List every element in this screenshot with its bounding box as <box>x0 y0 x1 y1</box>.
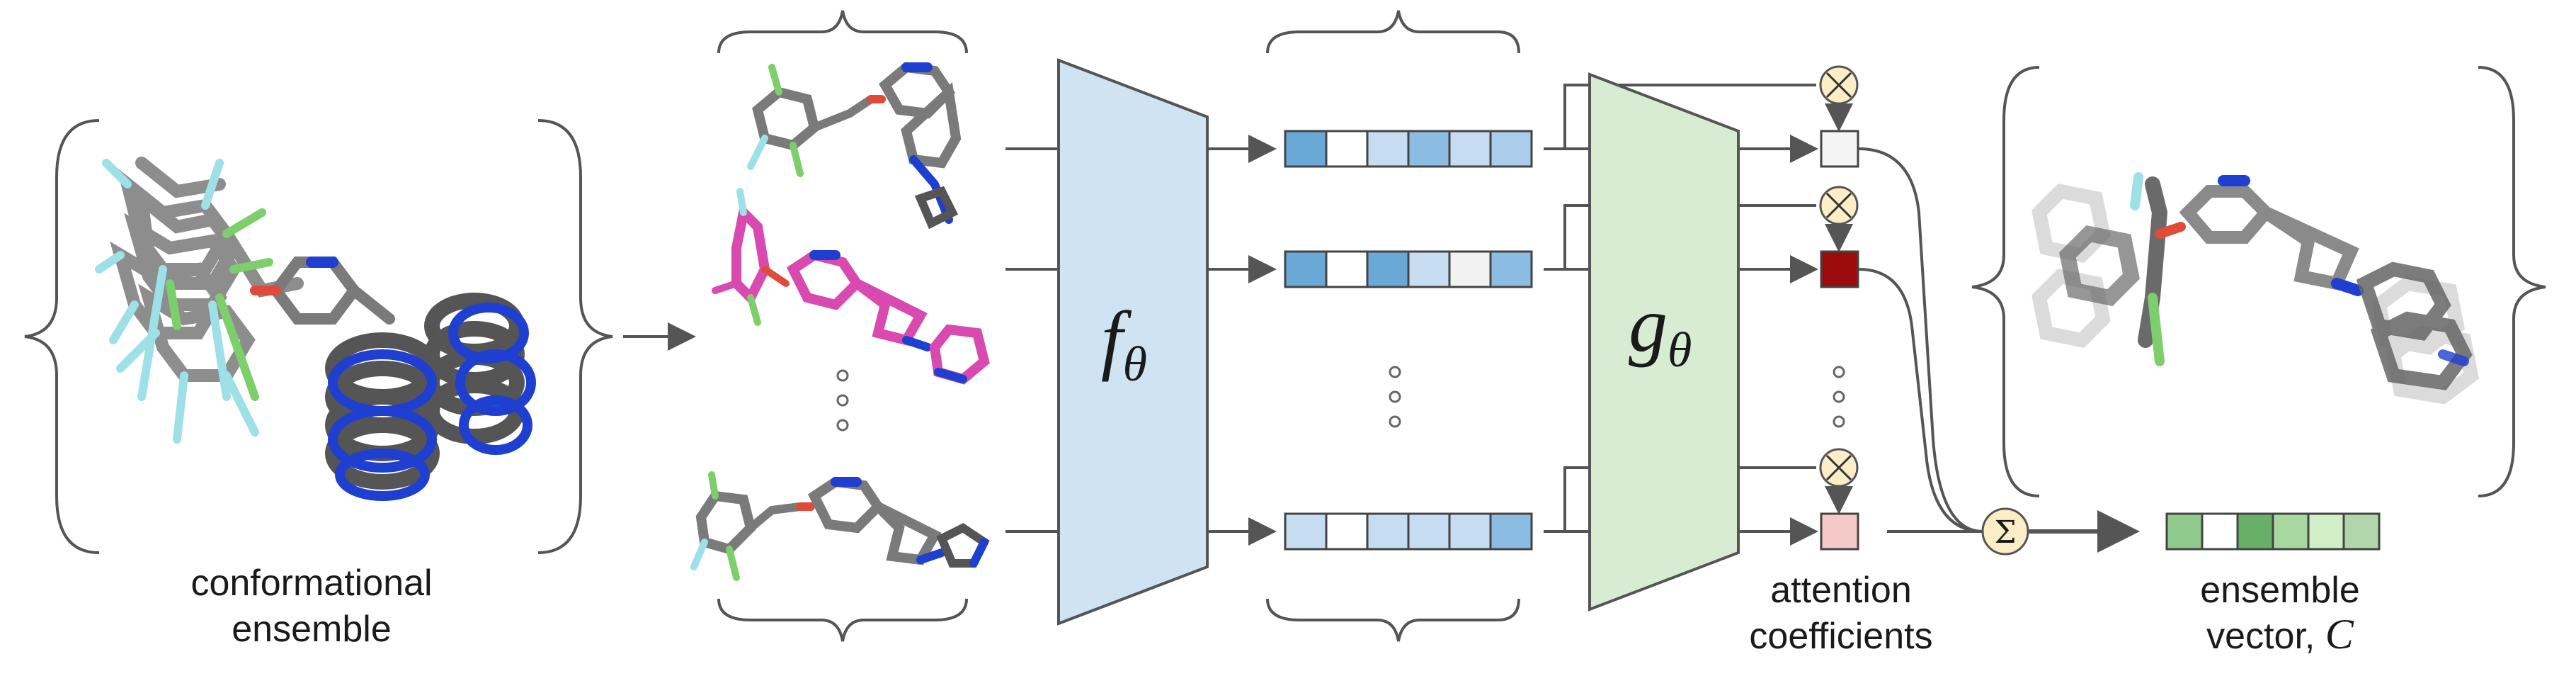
conformer-molecule-1 <box>747 62 962 230</box>
g-to-attention-arrows <box>1738 135 1818 546</box>
ensemble-caption-line1: conformational <box>190 563 432 604</box>
aggregated-ensemble <box>1971 66 2546 497</box>
conformer-molecule-3 <box>690 471 990 581</box>
conformational-ensemble: conformational ensemble <box>24 119 613 650</box>
embedding-rows <box>1284 130 1533 551</box>
ensemble-right-brace <box>537 119 613 554</box>
embedding-row-1-cell-6 <box>1489 130 1533 168</box>
embedding-row-3-cell-5 <box>1448 512 1492 551</box>
attention-caption-line2: coefficients <box>1749 616 1932 657</box>
aggregated-molecule <box>2031 172 2480 405</box>
attention-ellipsis <box>1833 366 1845 428</box>
conformers-ellipsis <box>836 369 849 432</box>
embeddings-bottom-brace <box>1266 598 1520 642</box>
embedding-row-2-cell-6 <box>1489 250 1533 288</box>
embedding-row-2-cell-2 <box>1325 250 1369 288</box>
ensemble-vector <box>2165 512 2381 551</box>
ensemble-vector-caption-line2: vector, C <box>2206 611 2354 658</box>
f-theta-label: fθ <box>1101 295 1147 392</box>
attention-coefficient-boxes <box>1820 130 1859 551</box>
multiply-node-3 <box>1819 448 1859 514</box>
sum-node: Σ <box>1981 507 2029 556</box>
conformer-molecule-2 <box>712 188 990 385</box>
ensemble-vector-cell-6 <box>2342 512 2381 551</box>
embedding-row-1-cell-1 <box>1284 130 1328 168</box>
g-theta-trapezoid <box>1588 72 1740 612</box>
g-theta-label: gθ <box>1629 281 1692 378</box>
multiply-nodes <box>1819 65 1859 514</box>
attention-caption-line1: attention <box>1770 570 1912 611</box>
ensemble-vector-cell-5 <box>2307 512 2345 551</box>
attention-box-1 <box>1820 130 1859 168</box>
ensemble-molecule-overlay <box>95 157 536 501</box>
attention-box-2 <box>1820 250 1859 288</box>
f-theta-block: fθ <box>1057 58 1209 626</box>
f-to-embedding-arrows <box>1207 135 1277 546</box>
ensemble-vector-cell-3 <box>2236 512 2274 551</box>
embedding-row-1-cell-5 <box>1448 130 1492 168</box>
embedding-row-1-cell-2 <box>1325 130 1369 168</box>
embeddings-top-brace <box>1266 10 1520 54</box>
embedding-row-2-cell-5 <box>1448 250 1492 288</box>
attention-box-3 <box>1820 512 1859 551</box>
ensemble-vector-cell-4 <box>2272 512 2310 551</box>
embedding-row-2-cell-1 <box>1284 250 1328 288</box>
embeddings-ellipsis <box>1389 366 1401 428</box>
conformers-column <box>690 10 990 642</box>
aggregated-left-brace <box>1971 66 2040 497</box>
embedding-row-2-cell-3 <box>1366 250 1410 288</box>
embedding-row-3-cell-3 <box>1366 512 1410 551</box>
ensemble-vector-caption-line1: ensemble <box>2200 570 2359 611</box>
embedding-row-3-cell-6 <box>1489 512 1533 551</box>
multiply-node-2 <box>1819 186 1859 252</box>
attention-to-sum-curves <box>1858 147 1983 533</box>
embedding-row-3-cell-4 <box>1407 512 1451 551</box>
ensemble-left-brace <box>24 119 100 554</box>
ensemble-vector-cell-1 <box>2165 512 2204 551</box>
ensemble-vector-cell-2 <box>2201 512 2239 551</box>
embedding-row-3-cell-2 <box>1325 512 1369 551</box>
sum-symbol: Σ <box>1994 514 2016 551</box>
ensemble-caption-line2: ensemble <box>232 609 391 650</box>
embeddings-column <box>1266 10 1533 642</box>
conformer-to-f-lines <box>1005 147 1059 533</box>
conformers-bottom-brace <box>717 598 968 642</box>
g-theta-block: gθ <box>1588 72 1740 612</box>
conformers-top-brace <box>717 10 968 54</box>
embedding-row-1-cell-3 <box>1366 130 1410 168</box>
embedding-row-2-cell-4 <box>1407 250 1451 288</box>
f-theta-trapezoid <box>1057 58 1209 626</box>
embedding-row-1-cell-4 <box>1407 130 1451 168</box>
embedding-row-3-cell-1 <box>1284 512 1328 551</box>
aggregated-right-brace <box>2478 66 2546 497</box>
multiply-node-1 <box>1819 65 1859 132</box>
